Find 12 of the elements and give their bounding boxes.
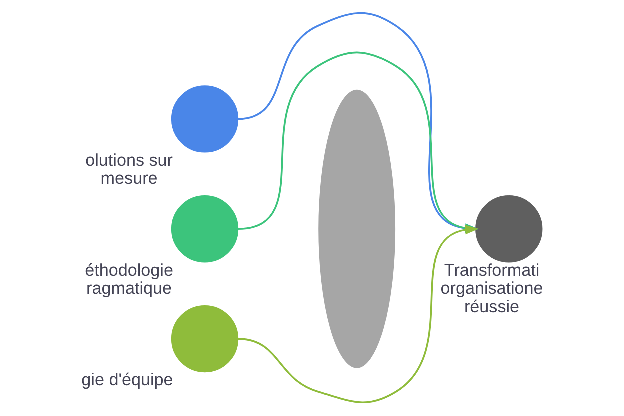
arrow: [237, 12, 478, 234]
node-circle: [170, 86, 238, 153]
node-circle: [170, 305, 238, 373]
node-label: éthodologie ragmatique: [84, 260, 173, 298]
arrow: [237, 225, 478, 404]
node-label: gie d'équipe: [81, 370, 173, 390]
node-circle: [475, 196, 542, 263]
node-label: Transformati organisatione réussie: [440, 260, 543, 316]
arrow: [237, 52, 478, 234]
node-label: olutions sur mesure: [85, 150, 172, 188]
node-lens: [316, 87, 398, 371]
node-circle: [170, 196, 238, 263]
